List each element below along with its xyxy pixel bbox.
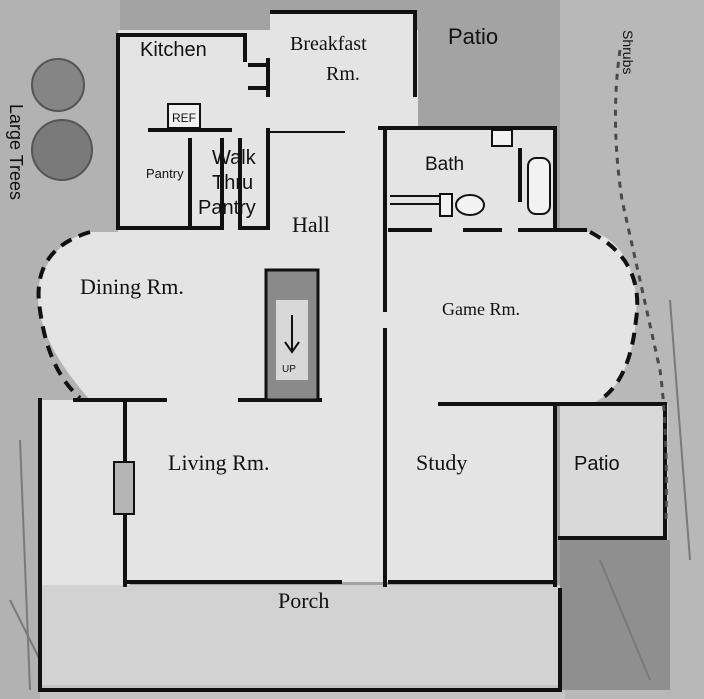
label-thru: Thru [212,172,253,194]
label-bath: Bath [425,154,464,175]
label-walk-pantry: Pantry [198,197,256,219]
lower-right-lawn [560,540,670,690]
staircase [264,268,320,402]
refrigerator [167,103,201,129]
label-hall: Hall [292,212,330,237]
label-ref: REF [172,111,196,125]
label-breakfast: Breakfast [290,33,367,55]
label-study: Study [416,450,467,475]
toilet-icon [455,194,485,216]
bathtub-icon [527,157,551,215]
label-kitchen: Kitchen [140,39,207,61]
label-porch: Porch [278,588,329,613]
label-pantry: Pantry [146,166,184,181]
label-shrubs: Shrubs [620,30,636,74]
shrub-line [613,49,668,521]
label-game: Game Rm. [442,299,520,319]
sink-icon [491,129,513,147]
label-living: Living Rm. [168,450,269,475]
right-patio [560,404,668,540]
yard-hatching [9,299,691,691]
tree-icon [31,58,93,181]
walls [36,10,667,692]
bath-fixtures [390,129,551,217]
label-large-trees: Large Trees [6,104,26,200]
label-walk: Walk [212,147,257,169]
fireplace [113,461,135,515]
label-patio-right: Patio [574,453,620,475]
label-stairs-up: UP [282,364,296,375]
label-patio-top: Patio [448,24,498,49]
porch-floor [40,585,560,685]
label-dining: Dining Rm. [80,274,184,299]
label-breakfast-rm: Rm. [326,63,360,85]
stair-arrow-icon [284,315,300,354]
